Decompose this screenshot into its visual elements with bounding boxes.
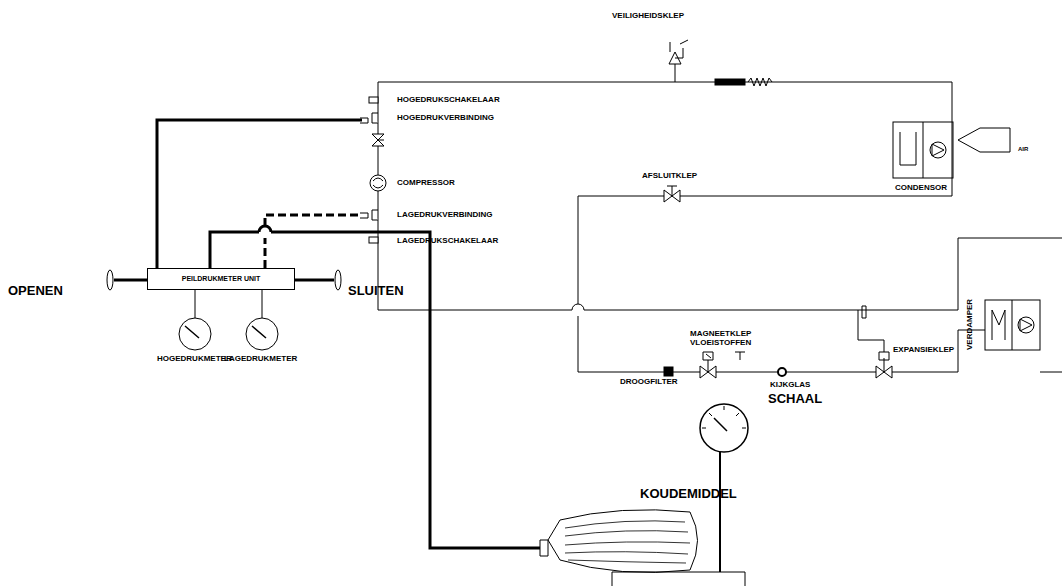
valve-label: MAGNEETKLEP VLOEISTOFFEN <box>690 330 750 348</box>
filter <box>715 79 745 85</box>
valve-label: VEILIGHEIDSKLEP <box>612 12 684 21</box>
switch-label: HOGEDRUKSCHAKELAAR <box>397 96 500 105</box>
line-hop <box>572 304 584 310</box>
compressor-symbol <box>370 175 386 191</box>
node-text: PEILDRUKMETER UNIT <box>182 275 261 282</box>
high-pressure-switch <box>369 97 378 103</box>
scale-platform <box>612 572 745 586</box>
sight-glass <box>778 368 786 376</box>
evaporator-outlet <box>1040 372 1062 373</box>
low-pressure-switch <box>369 237 378 243</box>
valve-label: EXPANSIEKLEP <box>893 346 954 355</box>
connection-label: HOGEDRUKVERBINDING <box>397 114 494 123</box>
gauge-label: HOGEDRUKMETER <box>157 355 232 364</box>
air-arrow <box>958 128 1010 152</box>
solenoid-valve <box>700 352 716 378</box>
part-label: KIJKGLAS <box>770 381 810 390</box>
liquid-line <box>578 316 958 372</box>
side-label: OPENEN <box>8 284 63 298</box>
connection-label: LAGEDRUKVERBINDING <box>397 211 493 220</box>
shutoff-valve <box>664 186 680 202</box>
refrigerant-cylinder <box>548 510 698 573</box>
coil <box>748 78 772 86</box>
side-label: SLUITEN <box>348 284 404 298</box>
high-hose <box>157 120 362 268</box>
gauge-label: LAGEDRUKMETER <box>224 355 297 364</box>
switch-label: LAGEDRUKSCHAKELAAR <box>397 237 498 246</box>
part-label: CONDENSOR <box>895 184 947 193</box>
filter-drier <box>664 367 673 376</box>
valve-label: AFSLUITKLEP <box>642 172 697 181</box>
discharge-line <box>378 82 952 304</box>
part-label: COMPRESSOR <box>397 179 455 188</box>
scale-dial <box>700 404 748 452</box>
part-label: DROOGFILTER <box>620 378 678 387</box>
expansion-valve <box>876 352 892 378</box>
service-valve <box>372 134 384 146</box>
evaporator-box <box>985 300 1040 350</box>
sensing-bulb <box>858 306 884 352</box>
condensor-box <box>893 122 953 178</box>
flow-label: AIR <box>1018 146 1028 153</box>
part-label: KOUDEMIDDEL <box>640 487 737 501</box>
manifold-box: PEILDRUKMETER UNIT <box>147 268 295 290</box>
safety-valve <box>669 40 688 82</box>
suction-line <box>378 82 1062 310</box>
low-hose <box>265 215 362 268</box>
part-label: SCHAAL <box>768 392 822 406</box>
part-label: VERDAMPER <box>966 298 975 349</box>
